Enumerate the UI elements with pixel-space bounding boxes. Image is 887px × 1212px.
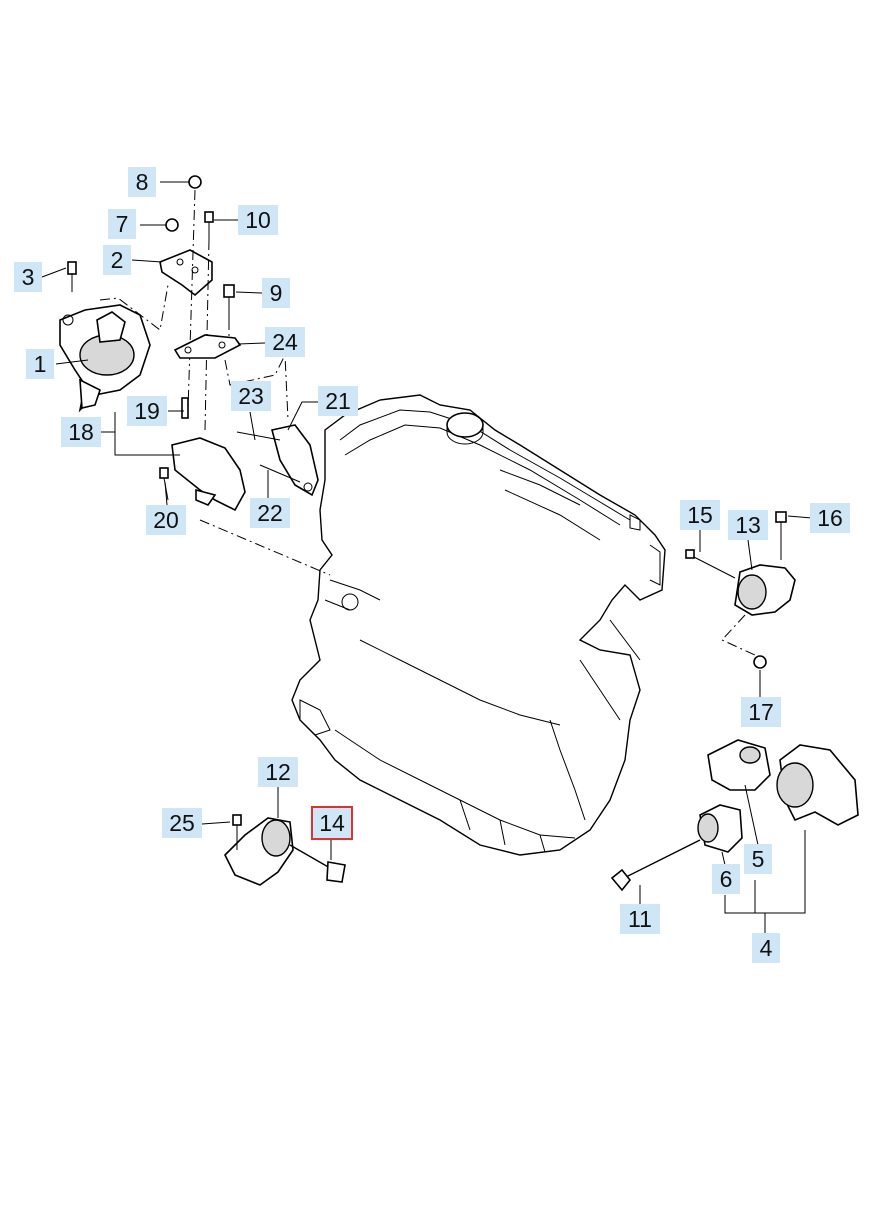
callout-19[interactable]: 19: [127, 396, 167, 426]
engine-block: [291, 394, 666, 856]
callout-24[interactable]: 24: [265, 327, 305, 357]
callout-12[interactable]: 12: [258, 757, 298, 787]
support-bracket-assembly: [159, 397, 331, 576]
callout-10[interactable]: 10: [238, 205, 278, 235]
callout-2[interactable]: 2: [103, 245, 131, 275]
right-mount-assembly: [685, 511, 796, 669]
callout-7[interactable]: 7: [108, 209, 136, 239]
callout-13[interactable]: 13: [728, 510, 768, 540]
leader-lines: [41, 181, 813, 905]
callout-8[interactable]: 8: [128, 167, 156, 197]
callout-9[interactable]: 9: [262, 278, 290, 308]
callout-16[interactable]: 16: [810, 503, 850, 533]
callout-3[interactable]: 3: [14, 262, 42, 292]
callout-15[interactable]: 15: [680, 500, 720, 530]
callout-5[interactable]: 5: [744, 844, 772, 874]
bracket-assembly: [173, 284, 289, 421]
lower-right-mount-assembly: [610, 739, 859, 935]
callout-17[interactable]: 17: [741, 697, 781, 727]
callout-4[interactable]: 4: [752, 933, 780, 963]
callout-21[interactable]: 21: [318, 386, 358, 416]
callout-23[interactable]: 23: [231, 381, 271, 411]
front-mount-assembly: [224, 814, 346, 886]
callout-18[interactable]: 18: [61, 417, 101, 447]
left-mount-assembly: [59, 175, 214, 431]
callout-6[interactable]: 6: [712, 864, 740, 894]
callout-1[interactable]: 1: [26, 349, 54, 379]
callout-14-selected[interactable]: 14: [311, 806, 353, 840]
callout-11[interactable]: 11: [620, 904, 660, 934]
callout-25[interactable]: 25: [162, 808, 202, 838]
callout-22[interactable]: 22: [250, 498, 290, 528]
callout-20[interactable]: 20: [146, 505, 186, 535]
